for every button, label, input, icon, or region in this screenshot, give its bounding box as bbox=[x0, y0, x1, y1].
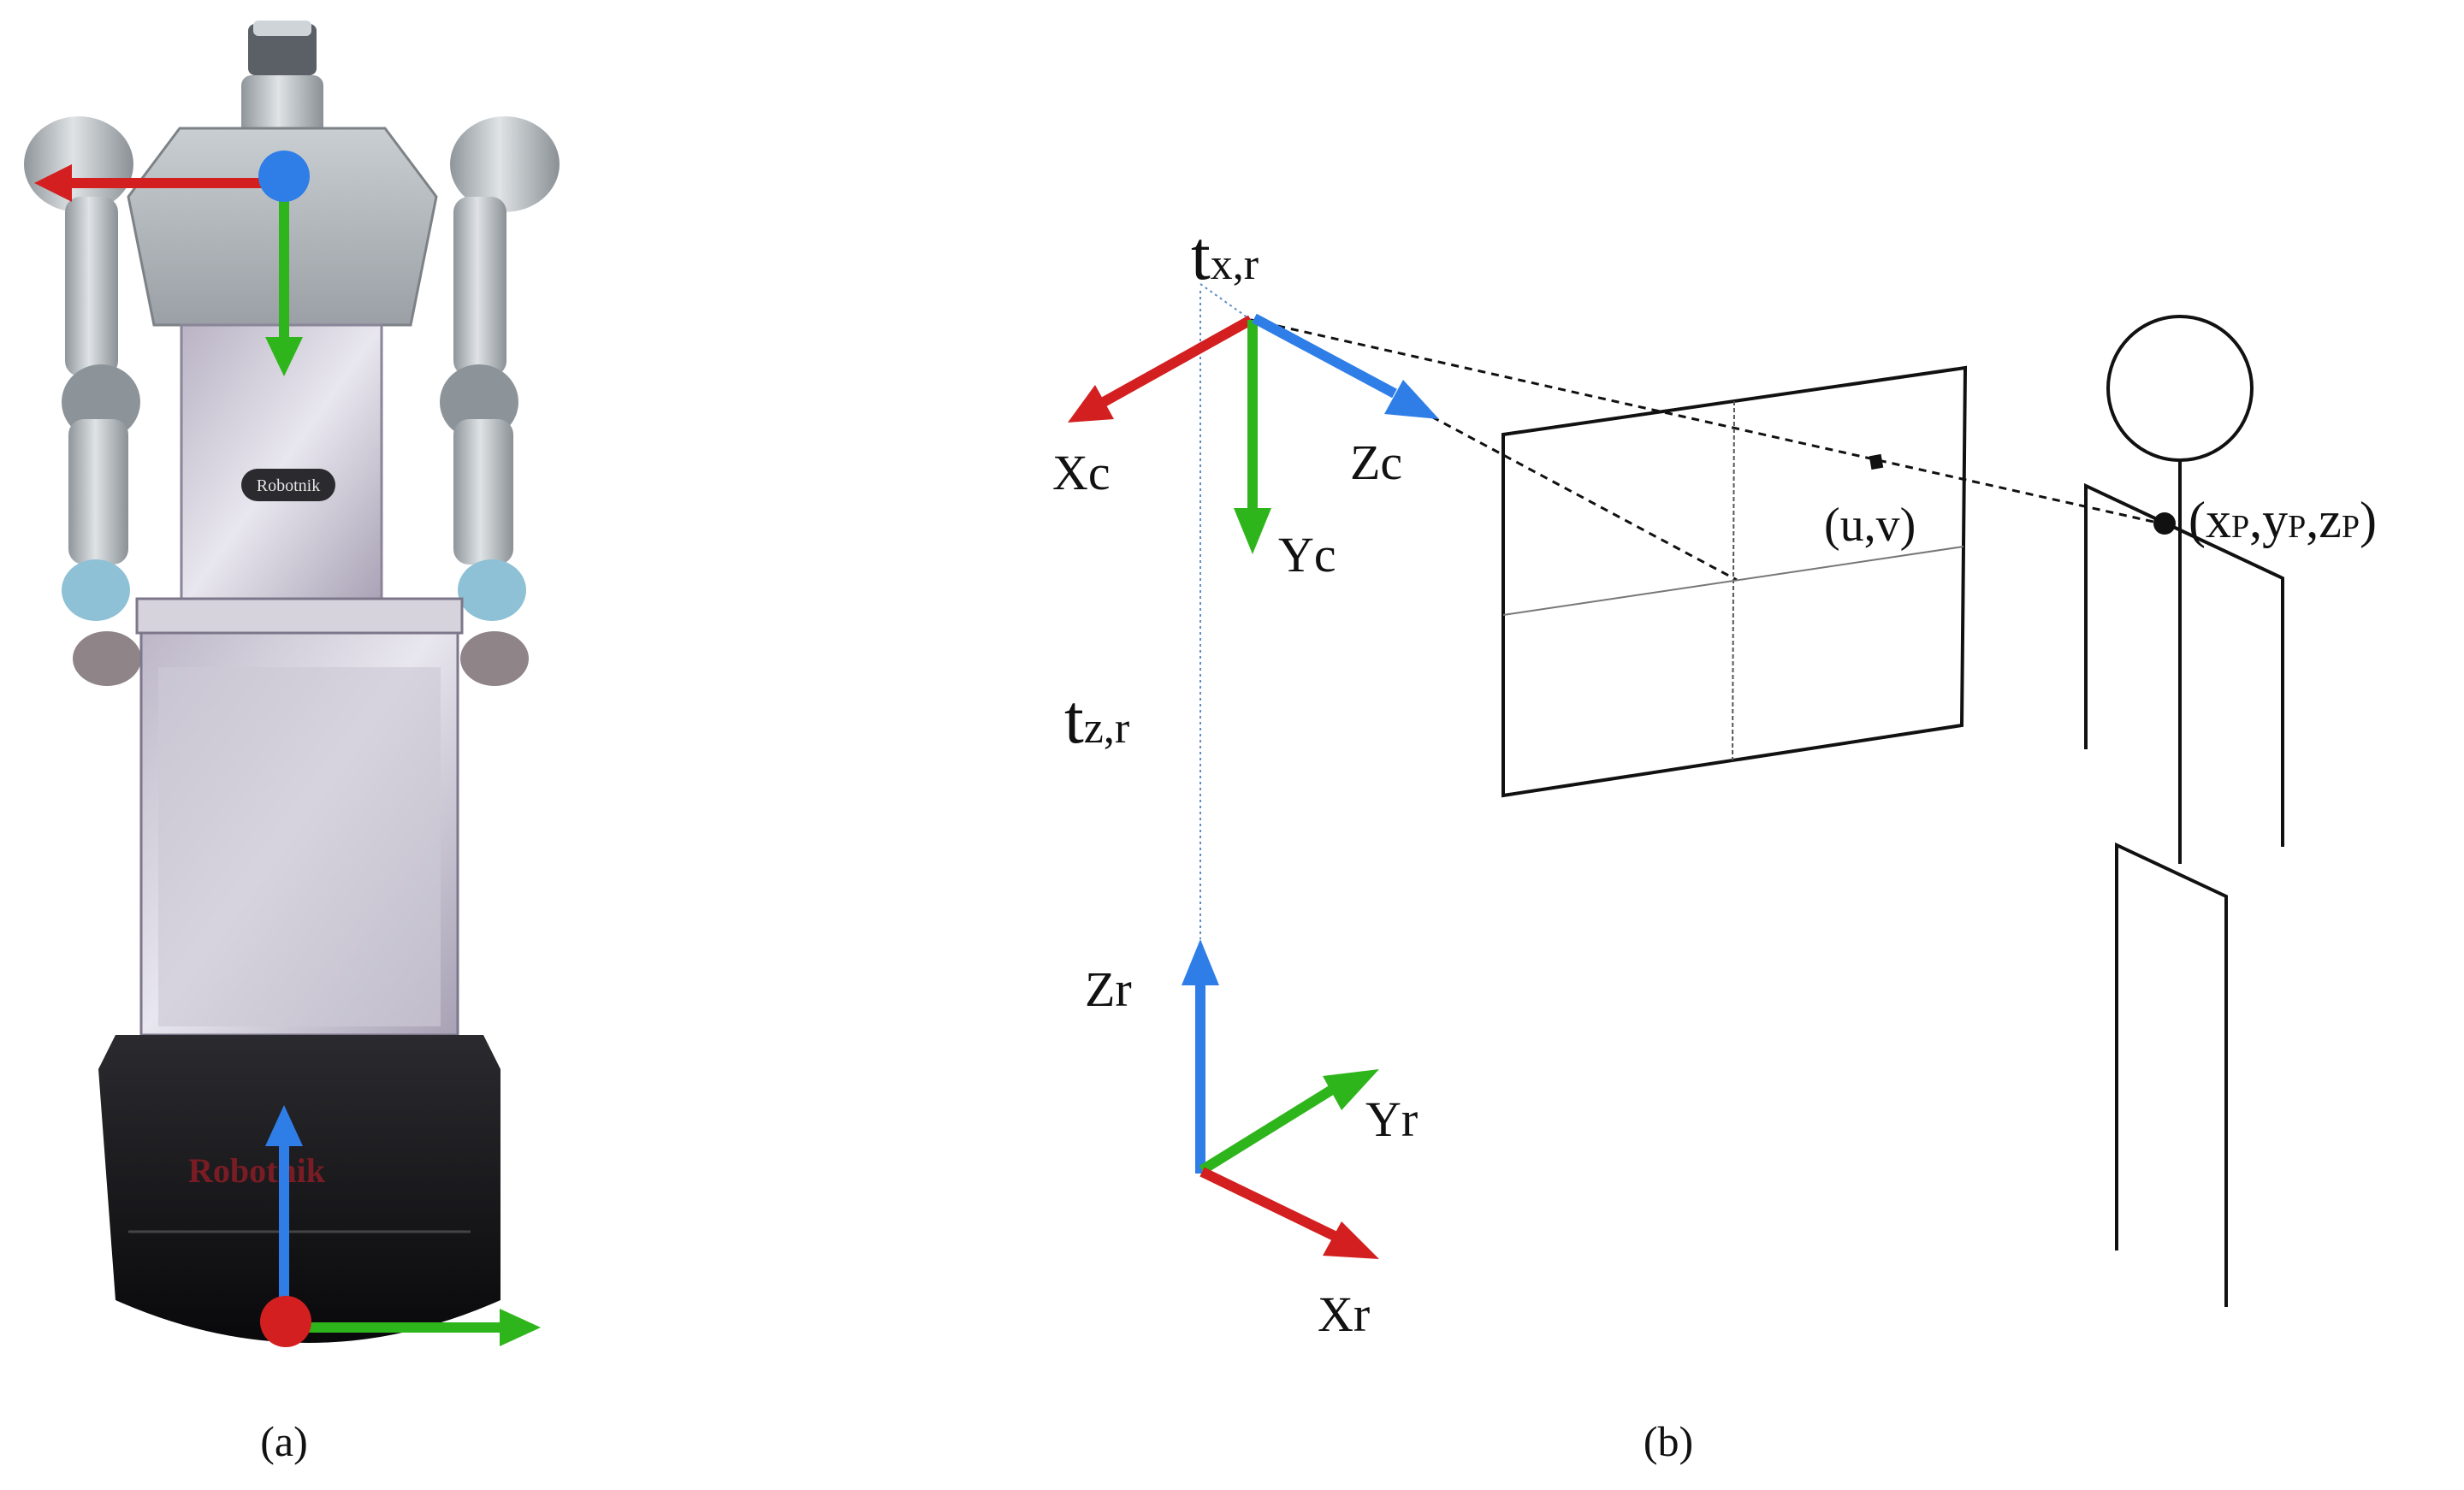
robot-base-y-arrowhead bbox=[500, 1309, 541, 1346]
robot-right-shoulder-joint bbox=[450, 116, 560, 212]
image-plane-horizontal-axis bbox=[1502, 546, 1964, 616]
caption-b: (b) bbox=[1644, 1417, 1693, 1465]
translation-x-main: t bbox=[1191, 216, 1211, 294]
point-label: (xP,yP,zP) bbox=[2189, 492, 2377, 548]
robot-right-wrist bbox=[458, 559, 526, 621]
camera-x-arrow bbox=[1101, 315, 1253, 407]
robot-x-label: Xr bbox=[1318, 1286, 1370, 1342]
robot-head-frame bbox=[34, 151, 310, 376]
robot-torso-logo: Robotnik bbox=[257, 476, 320, 495]
robot-y-arrow bbox=[1199, 1083, 1338, 1175]
point-label-comma-1: ,y bbox=[2249, 492, 2288, 548]
robot-torso-column bbox=[180, 323, 383, 609]
translation-z-label: tz,r bbox=[1064, 680, 1129, 758]
point-label-open: (x bbox=[2189, 492, 2231, 548]
point-marker bbox=[2153, 512, 2176, 535]
robot-head-sensor-cap bbox=[253, 21, 311, 36]
point-label-sub-2: P bbox=[2288, 509, 2306, 545]
point-label-sub-1: P bbox=[2231, 509, 2249, 545]
robot-right-forearm bbox=[453, 419, 513, 565]
camera-z-arrow bbox=[1252, 313, 1397, 399]
robot-base-logo: Robotnik bbox=[188, 1151, 326, 1190]
translation-x-line bbox=[1199, 283, 1252, 321]
human-figure bbox=[2084, 315, 2284, 1307]
robot-base-x-dot bbox=[260, 1296, 311, 1347]
camera-x-label: Xc bbox=[1052, 445, 1111, 500]
pixel-marker bbox=[1869, 453, 1884, 470]
camera-z-arrowhead bbox=[1384, 380, 1439, 419]
human-left-arm bbox=[2084, 482, 2284, 847]
translation-z-sub: z,r bbox=[1084, 704, 1129, 753]
robot-y-label: Yr bbox=[1365, 1091, 1418, 1147]
point-label-sub-3: P bbox=[2342, 509, 2360, 545]
camera-x-arrowhead bbox=[1068, 385, 1114, 423]
point-label-comma-2: ,z bbox=[2306, 492, 2342, 548]
robot-left-forearm bbox=[68, 419, 128, 565]
robot-x-arrowhead bbox=[1323, 1221, 1379, 1259]
robot-z-arrowhead bbox=[1182, 939, 1219, 985]
robot-x-arrow bbox=[1199, 1167, 1342, 1244]
pixel-label: (u,v) bbox=[1824, 499, 1916, 552]
robot-head-x-arrowhead bbox=[34, 164, 72, 202]
human-right-leg bbox=[2115, 842, 2228, 1307]
robot-box-inner bbox=[158, 667, 441, 1026]
translation-x-sub: x,r bbox=[1211, 240, 1259, 289]
camera-z-label: Zc bbox=[1350, 435, 1402, 490]
translation-x-label: tx,r bbox=[1191, 216, 1259, 294]
human-head bbox=[2106, 315, 2254, 462]
robot-left-wrist bbox=[62, 559, 130, 621]
robot-left-upper-arm bbox=[65, 197, 118, 376]
robot-base-frame bbox=[260, 1105, 541, 1347]
camera-y-label: Yc bbox=[1278, 527, 1336, 582]
robot-y-arrowhead bbox=[1323, 1069, 1379, 1110]
caption-a: (a) bbox=[260, 1417, 308, 1465]
robot-mobile-base bbox=[98, 1035, 500, 1343]
robot-head-sensor bbox=[248, 24, 317, 75]
image-plane-border bbox=[1502, 365, 1968, 798]
robot-right-tool bbox=[460, 631, 529, 686]
projection-ray-point bbox=[1250, 318, 2162, 525]
robot-torso-logo-badge bbox=[241, 469, 335, 501]
camera-y-arrowhead bbox=[1234, 508, 1271, 554]
robot-z-label: Zr bbox=[1085, 961, 1132, 1017]
robot-base-z-arrowhead bbox=[265, 1105, 303, 1146]
robot-box-top bbox=[135, 597, 464, 635]
image-plane bbox=[1502, 365, 1968, 798]
translation-z-main: t bbox=[1064, 680, 1084, 758]
robot-left-tool bbox=[73, 631, 141, 686]
projection-ray-center bbox=[1250, 318, 1738, 582]
robot-frame bbox=[1182, 939, 1379, 1259]
point-label-close: ) bbox=[2360, 492, 2377, 548]
camera-frame bbox=[1068, 313, 1439, 554]
robot-right-upper-arm bbox=[453, 197, 506, 376]
robot-head-y-arrowhead bbox=[265, 337, 303, 376]
robot-head-z-dot bbox=[258, 151, 310, 202]
